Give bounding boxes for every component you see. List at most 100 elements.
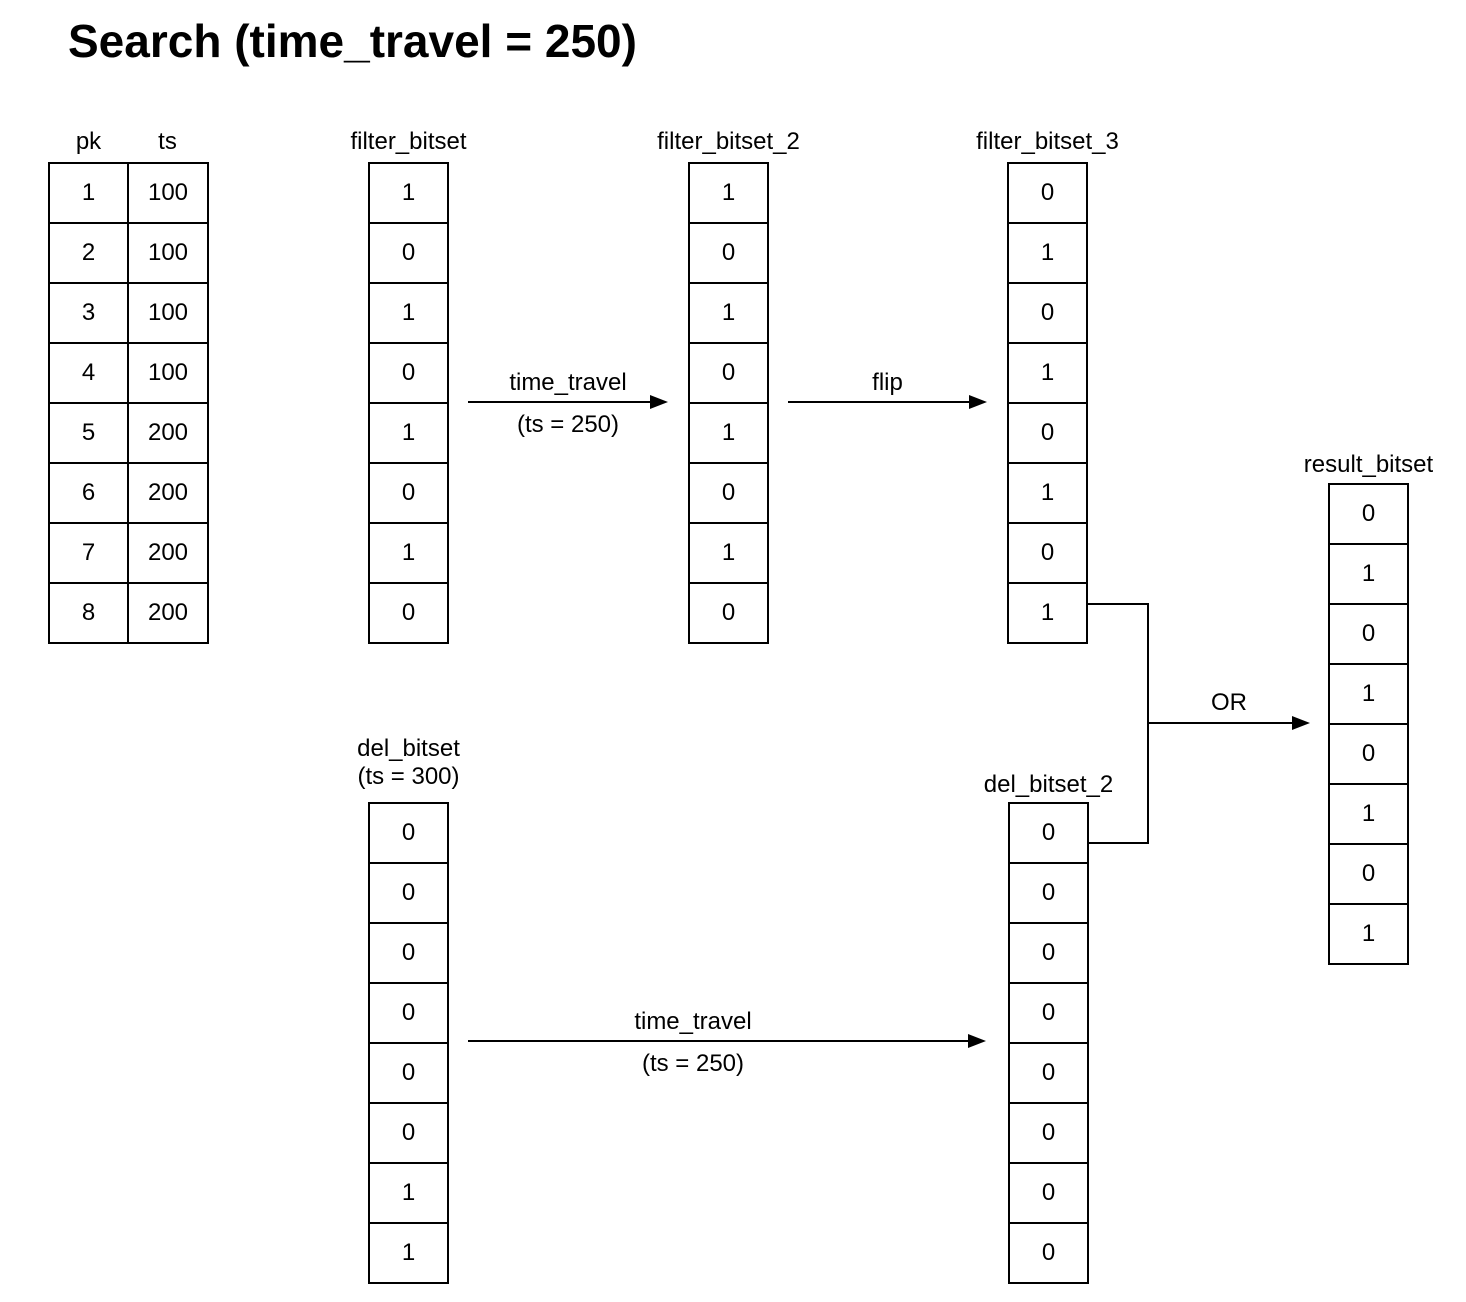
bitset-cell: 0 bbox=[688, 222, 769, 284]
bitset-cell: 0 bbox=[1008, 1102, 1089, 1164]
bitset-cell: 0 bbox=[1007, 402, 1088, 464]
bitset-cell: 0 bbox=[1007, 162, 1088, 224]
result-bitset-label: result_bitset bbox=[1303, 451, 1434, 478]
bitset-cell: 1 bbox=[368, 282, 449, 344]
bitset-cell: 0 bbox=[1008, 922, 1089, 984]
ts-cell: 200 bbox=[127, 582, 209, 644]
ts-cell: 200 bbox=[127, 462, 209, 524]
bitset-cell: 0 bbox=[368, 922, 449, 984]
filter-bitset-label: filter_bitset bbox=[350, 128, 467, 155]
time-travel-top-sublabel: (ts = 250) bbox=[516, 411, 620, 438]
flip-arrowhead-icon bbox=[969, 395, 987, 409]
bitset-cell: 1 bbox=[1007, 462, 1088, 524]
pk-ts-table: 1 100 2 100 3 100 4 100 5 200 6 200 7 20… bbox=[48, 162, 209, 644]
del-bitset-column: 0 0 0 0 0 0 1 1 bbox=[368, 802, 449, 1284]
bitset-cell: 1 bbox=[1328, 663, 1409, 725]
bitset-cell: 1 bbox=[368, 402, 449, 464]
ts-cell: 100 bbox=[127, 282, 209, 344]
time-travel-bottom-arrow-line bbox=[468, 1040, 970, 1042]
time-travel-bottom-sublabel: (ts = 250) bbox=[641, 1050, 745, 1077]
flip-arrow-line bbox=[788, 401, 971, 403]
bitset-cell: 0 bbox=[1008, 1162, 1089, 1224]
table-row: 5 200 bbox=[48, 402, 209, 464]
table-header-ts: ts bbox=[158, 128, 177, 155]
ts-cell: 100 bbox=[127, 162, 209, 224]
or-arrow-line bbox=[1149, 722, 1294, 724]
bitset-cell: 0 bbox=[368, 222, 449, 284]
table-row: 8 200 bbox=[48, 582, 209, 644]
pk-cell: 5 bbox=[48, 402, 129, 464]
del-bitset-2-label: del_bitset_2 bbox=[983, 771, 1114, 798]
bitset-cell: 1 bbox=[368, 1222, 449, 1284]
del-bitset-label: del_bitset bbox=[357, 735, 460, 762]
table-row: 4 100 bbox=[48, 342, 209, 404]
filter-bitset-2-label: filter_bitset_2 bbox=[657, 128, 800, 155]
bitset-cell: 0 bbox=[1328, 483, 1409, 545]
filter-bitset-3-label: filter_bitset_3 bbox=[976, 128, 1119, 155]
bitset-cell: 1 bbox=[368, 522, 449, 584]
time-travel-top-arrowhead-icon bbox=[650, 395, 668, 409]
time-travel-bottom-arrowhead-icon bbox=[968, 1034, 986, 1048]
bitset-cell: 0 bbox=[1008, 982, 1089, 1044]
table-row: 6 200 bbox=[48, 462, 209, 524]
pk-cell: 6 bbox=[48, 462, 129, 524]
filter-bitset-column: 1 0 1 0 1 0 1 0 bbox=[368, 162, 449, 644]
pk-cell: 3 bbox=[48, 282, 129, 344]
or-label: OR bbox=[1211, 689, 1247, 716]
bitset-cell: 1 bbox=[1007, 342, 1088, 404]
table-header-pk: pk bbox=[75, 128, 102, 155]
bitset-cell: 1 bbox=[688, 402, 769, 464]
bitset-cell: 0 bbox=[368, 1042, 449, 1104]
bitset-cell: 0 bbox=[368, 862, 449, 924]
bitset-cell: 1 bbox=[688, 282, 769, 344]
table-row: 3 100 bbox=[48, 282, 209, 344]
bitset-cell: 0 bbox=[1328, 723, 1409, 785]
bitset-cell: 0 bbox=[368, 582, 449, 644]
pk-cell: 4 bbox=[48, 342, 129, 404]
bitset-cell: 1 bbox=[1328, 783, 1409, 845]
bitset-cell: 0 bbox=[1007, 522, 1088, 584]
bitset-cell: 1 bbox=[368, 162, 449, 224]
bitset-cell: 0 bbox=[1008, 802, 1089, 864]
table-row: 2 100 bbox=[48, 222, 209, 284]
or-connector-vertical-line bbox=[1147, 603, 1149, 844]
bitset-cell: 0 bbox=[368, 1102, 449, 1164]
pk-cell: 2 bbox=[48, 222, 129, 284]
ts-cell: 200 bbox=[127, 402, 209, 464]
page-title: Search (time_travel = 250) bbox=[68, 15, 637, 67]
bitset-cell: 0 bbox=[1008, 1042, 1089, 1104]
bitset-cell: 0 bbox=[1007, 282, 1088, 344]
bitset-cell: 0 bbox=[1328, 843, 1409, 905]
ts-cell: 200 bbox=[127, 522, 209, 584]
bitset-cell: 0 bbox=[368, 342, 449, 404]
bitset-cell: 0 bbox=[1008, 1222, 1089, 1284]
bitset-cell: 0 bbox=[688, 342, 769, 404]
bitset-cell: 1 bbox=[1328, 543, 1409, 605]
bitset-cell: 0 bbox=[688, 462, 769, 524]
bitset-cell: 0 bbox=[368, 462, 449, 524]
filter-bitset-3-column: 0 1 0 1 0 1 0 1 bbox=[1007, 162, 1088, 644]
or-connector-top-line bbox=[1088, 603, 1149, 605]
pk-cell: 7 bbox=[48, 522, 129, 584]
bitset-cell: 0 bbox=[368, 802, 449, 864]
bitset-cell: 1 bbox=[688, 162, 769, 224]
filter-bitset-2-column: 1 0 1 0 1 0 1 0 bbox=[688, 162, 769, 644]
bitset-cell: 1 bbox=[1007, 582, 1088, 644]
pk-cell: 8 bbox=[48, 582, 129, 644]
ts-cell: 100 bbox=[127, 342, 209, 404]
time-travel-bottom-label: time_travel bbox=[634, 1008, 752, 1035]
bitset-cell: 1 bbox=[688, 522, 769, 584]
time-travel-top-arrow-line bbox=[468, 401, 652, 403]
bitset-cell: 0 bbox=[1328, 603, 1409, 665]
bitset-cell: 1 bbox=[1007, 222, 1088, 284]
bitset-cell: 0 bbox=[368, 982, 449, 1044]
result-bitset-column: 0 1 0 1 0 1 0 1 bbox=[1328, 483, 1409, 965]
bitset-cell: 0 bbox=[688, 582, 769, 644]
flip-label: flip bbox=[872, 369, 903, 396]
del-bitset-sublabel: (ts = 300) bbox=[357, 763, 460, 790]
bitset-cell: 1 bbox=[1328, 903, 1409, 965]
table-row: 7 200 bbox=[48, 522, 209, 584]
ts-cell: 100 bbox=[127, 222, 209, 284]
bitset-cell: 1 bbox=[368, 1162, 449, 1224]
or-arrowhead-icon bbox=[1292, 716, 1310, 730]
